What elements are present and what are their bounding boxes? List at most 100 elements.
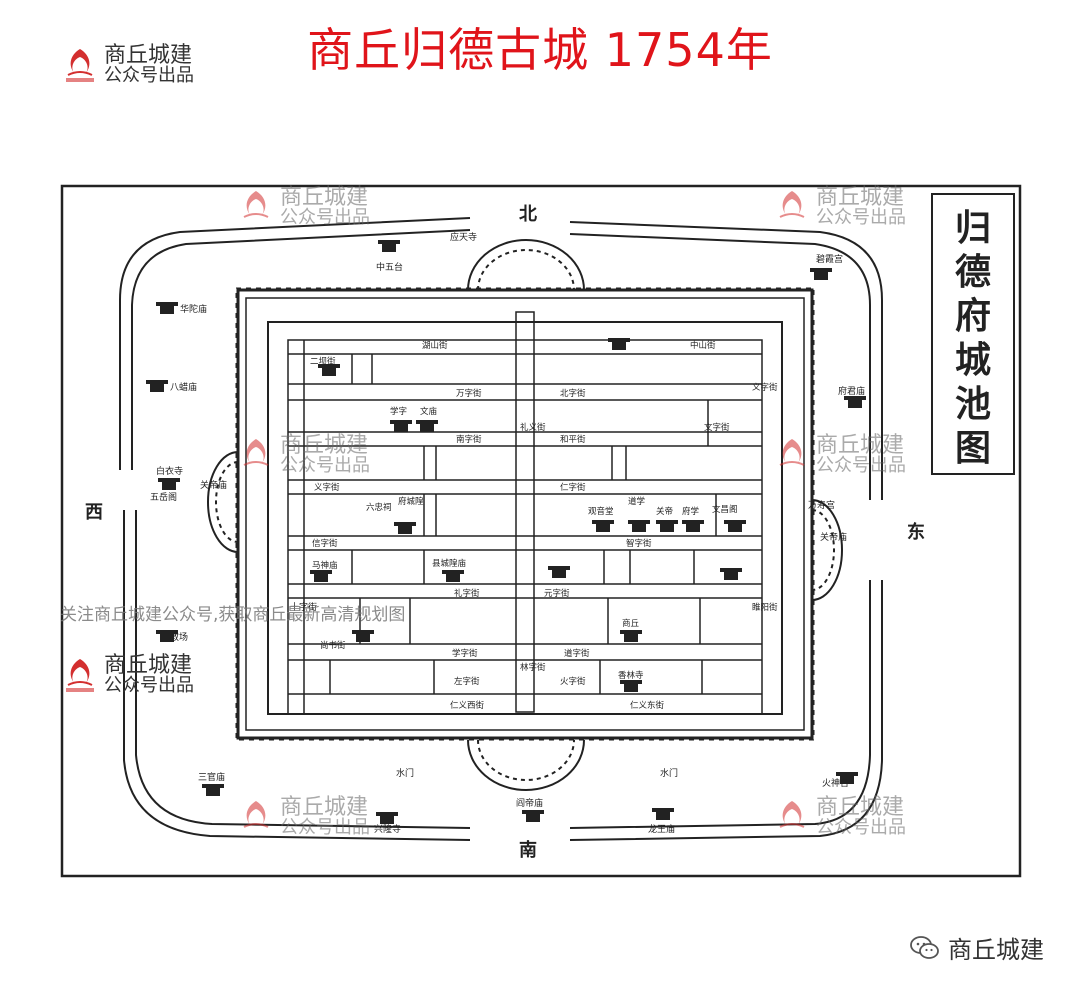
watermark-line2: 公众号出品 bbox=[104, 675, 194, 697]
temple-icon bbox=[310, 570, 332, 582]
street-label: 北字街 bbox=[560, 388, 586, 399]
street-label: 智字街 bbox=[626, 538, 652, 549]
street-label: 信字街 bbox=[312, 538, 338, 549]
outer-label: 白衣寺 bbox=[156, 465, 183, 477]
phoenix-logo-icon bbox=[779, 438, 805, 466]
side-title-char-5: 池 bbox=[955, 384, 991, 425]
street-label: 二坝街 bbox=[310, 356, 336, 367]
temple-icon bbox=[156, 302, 178, 314]
watermark-overlay: 商丘城建公众号出品 bbox=[236, 186, 370, 228]
phoenix-logo-icon bbox=[66, 48, 94, 82]
outer-label: 兴隆寺 bbox=[374, 823, 401, 835]
phoenix-logo-icon bbox=[243, 438, 269, 466]
temple-icon bbox=[810, 268, 832, 280]
temple-icon bbox=[522, 810, 544, 822]
building-label: 府城隍 bbox=[398, 496, 424, 507]
outer-label: 中五台 bbox=[376, 261, 403, 273]
temple-icon bbox=[352, 630, 374, 642]
credit-text: 商丘城建 bbox=[948, 936, 1044, 964]
temple-icon bbox=[844, 396, 866, 408]
building-label: 文昌阁 bbox=[712, 504, 738, 515]
phoenix-logo-icon bbox=[243, 190, 269, 218]
building-label: 香林寺 bbox=[618, 670, 644, 681]
temple-icon bbox=[656, 520, 678, 532]
street-grid bbox=[288, 311, 762, 714]
building-label: 道学 bbox=[628, 496, 646, 507]
phoenix-logo-icon bbox=[779, 190, 805, 218]
direction-west: 西 bbox=[85, 502, 103, 523]
temple-icon bbox=[416, 420, 438, 432]
building-label: 六忠祠 bbox=[366, 502, 392, 513]
street-label: 仁字街 bbox=[560, 482, 586, 493]
outer-label: 万寿宫 bbox=[808, 499, 835, 511]
outer-label: 关帝庙 bbox=[200, 479, 227, 491]
watermark-line1: 商丘城建 bbox=[280, 433, 369, 458]
wechat-credit: 商丘城建 bbox=[910, 930, 1044, 965]
side-title-char-1: 归 bbox=[955, 208, 991, 249]
watermark-line2: 公众号出品 bbox=[280, 455, 370, 477]
temple-icon bbox=[682, 520, 704, 532]
temple-icon bbox=[318, 364, 340, 376]
watermark-line1: 商丘城建 bbox=[816, 795, 905, 820]
temple-icon bbox=[146, 380, 168, 392]
map-frame bbox=[60, 184, 1022, 878]
watermark-line1: 商丘城建 bbox=[280, 185, 369, 210]
temple-icons bbox=[146, 240, 866, 824]
street-label: 睢阳街 bbox=[752, 602, 778, 613]
temple-icon bbox=[376, 812, 398, 824]
outer-label: 府君庙 bbox=[838, 385, 865, 397]
temple-icon bbox=[608, 338, 630, 350]
street-label: 尚书街 bbox=[320, 640, 346, 651]
temple-icon bbox=[628, 520, 650, 532]
side-title-box bbox=[931, 193, 1015, 475]
building-label: 县城隍庙 bbox=[432, 558, 467, 569]
watermark-overlay: 商丘城建公众号出品 bbox=[772, 186, 906, 228]
building-label: 文庙 bbox=[420, 406, 438, 417]
watermark-line1: 商丘城建 bbox=[104, 653, 193, 678]
outer-label: 五岳阁 bbox=[150, 491, 177, 503]
phoenix-logo-icon bbox=[779, 800, 805, 828]
outer-label: 关帝庙 bbox=[820, 531, 847, 543]
street-label: 湖山街 bbox=[422, 340, 448, 351]
watermark-overlay: 商丘城建公众号出品 bbox=[236, 434, 370, 476]
street-label: 义字街 bbox=[752, 382, 778, 393]
direction-east: 东 bbox=[907, 521, 925, 543]
temple-icon bbox=[390, 420, 412, 432]
temple-icon bbox=[202, 784, 224, 796]
direction-north: 北 bbox=[519, 204, 537, 225]
temple-icon bbox=[836, 772, 858, 784]
page-title: 商丘归德古城 1754年 bbox=[307, 23, 773, 77]
outer-label: 应天寺 bbox=[450, 231, 477, 243]
temple-icon bbox=[592, 520, 614, 532]
outer-label: 教场 bbox=[170, 631, 188, 643]
building-label: 学字 bbox=[390, 406, 407, 417]
temple-icon bbox=[720, 568, 742, 580]
watermark-overlay: 商丘城建公众号出品 bbox=[772, 796, 906, 838]
street-label: 元字街 bbox=[544, 588, 570, 599]
outer-label: 华陀庙 bbox=[180, 303, 207, 315]
watermark-line2: 公众号出品 bbox=[280, 817, 370, 839]
street-label: 林字街 bbox=[520, 662, 546, 673]
outer-label: 八蜡庙 bbox=[170, 381, 197, 393]
temple-icon bbox=[724, 520, 746, 532]
outer-label: 龙王庙 bbox=[648, 823, 675, 835]
direction-south: 南 bbox=[519, 839, 537, 861]
outer-label: 阎帝庙 bbox=[516, 797, 543, 809]
street-label: 道字街 bbox=[564, 648, 590, 659]
watermark-line2: 公众号出品 bbox=[104, 65, 194, 87]
temple-icon bbox=[620, 630, 642, 642]
watermark-logo: 商丘城建 公众号出品 bbox=[60, 44, 194, 86]
wechat-icon bbox=[910, 935, 939, 959]
side-title-char-4: 城 bbox=[955, 340, 991, 381]
temple-icon bbox=[548, 566, 570, 578]
phoenix-logo-icon bbox=[243, 800, 269, 828]
street-label: 文字街 bbox=[704, 422, 730, 433]
temple-icon bbox=[652, 808, 674, 820]
outer-label: 十字街 bbox=[290, 601, 317, 613]
street-label: 仁义西街 bbox=[450, 700, 485, 711]
street-label: 中山街 bbox=[690, 340, 716, 351]
watermark-line1: 商丘城建 bbox=[280, 795, 369, 820]
street-label: 学字街 bbox=[452, 648, 478, 659]
street-label: 礼字街 bbox=[454, 588, 480, 599]
